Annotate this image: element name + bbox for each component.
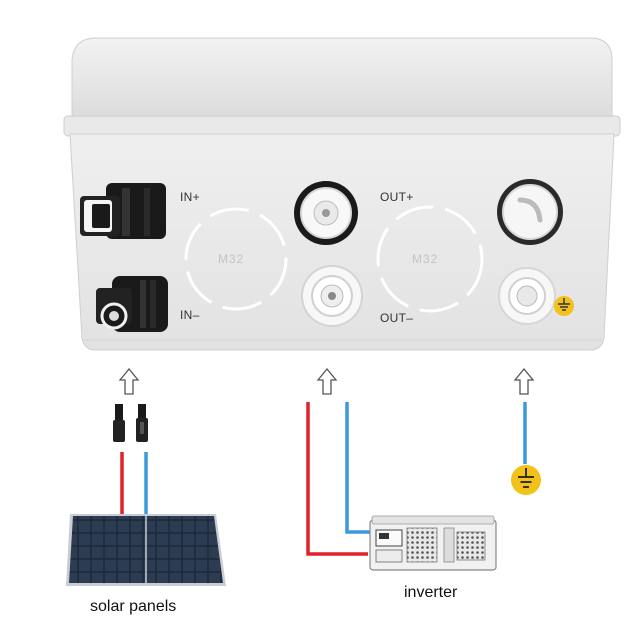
mc4-connector-in-plus-icon <box>80 183 166 239</box>
lid-seam <box>63 115 621 137</box>
knockout-right <box>376 205 484 313</box>
knockout-left <box>184 207 288 311</box>
ground-sticker-icon <box>554 296 574 316</box>
cable-gland-out-plus-icon <box>294 181 358 245</box>
label-in-minus: IN– <box>180 308 200 322</box>
mc4-connector-in-minus-icon <box>96 276 168 332</box>
cable-gland-out-minus-icon <box>301 265 363 327</box>
solar-panel-icon <box>66 514 226 586</box>
arrow-up-icon <box>513 367 535 395</box>
box-body <box>69 133 615 351</box>
box-lid <box>71 37 613 119</box>
caption-solar-panels: solar panels <box>90 598 177 615</box>
vent-plug-icon <box>497 179 563 245</box>
junction-box <box>63 37 621 351</box>
inverter-wires <box>306 402 376 556</box>
mc4-cable-pair-icon <box>113 404 148 442</box>
arrow-up-icon <box>316 367 338 395</box>
inverter-icon <box>369 515 497 571</box>
knockout-label-left: M32 <box>218 252 245 266</box>
arrow-up-icon <box>118 367 140 395</box>
knockout-label-right: M32 <box>412 252 439 266</box>
label-in-plus: IN+ <box>180 190 200 204</box>
label-out-minus: OUT– <box>380 311 414 325</box>
cable-gland-ground-icon <box>498 267 556 325</box>
solar-wires <box>120 452 148 514</box>
label-out-plus: OUT+ <box>380 190 414 204</box>
ground-icon <box>511 465 541 495</box>
caption-inverter: inverter <box>404 584 458 601</box>
